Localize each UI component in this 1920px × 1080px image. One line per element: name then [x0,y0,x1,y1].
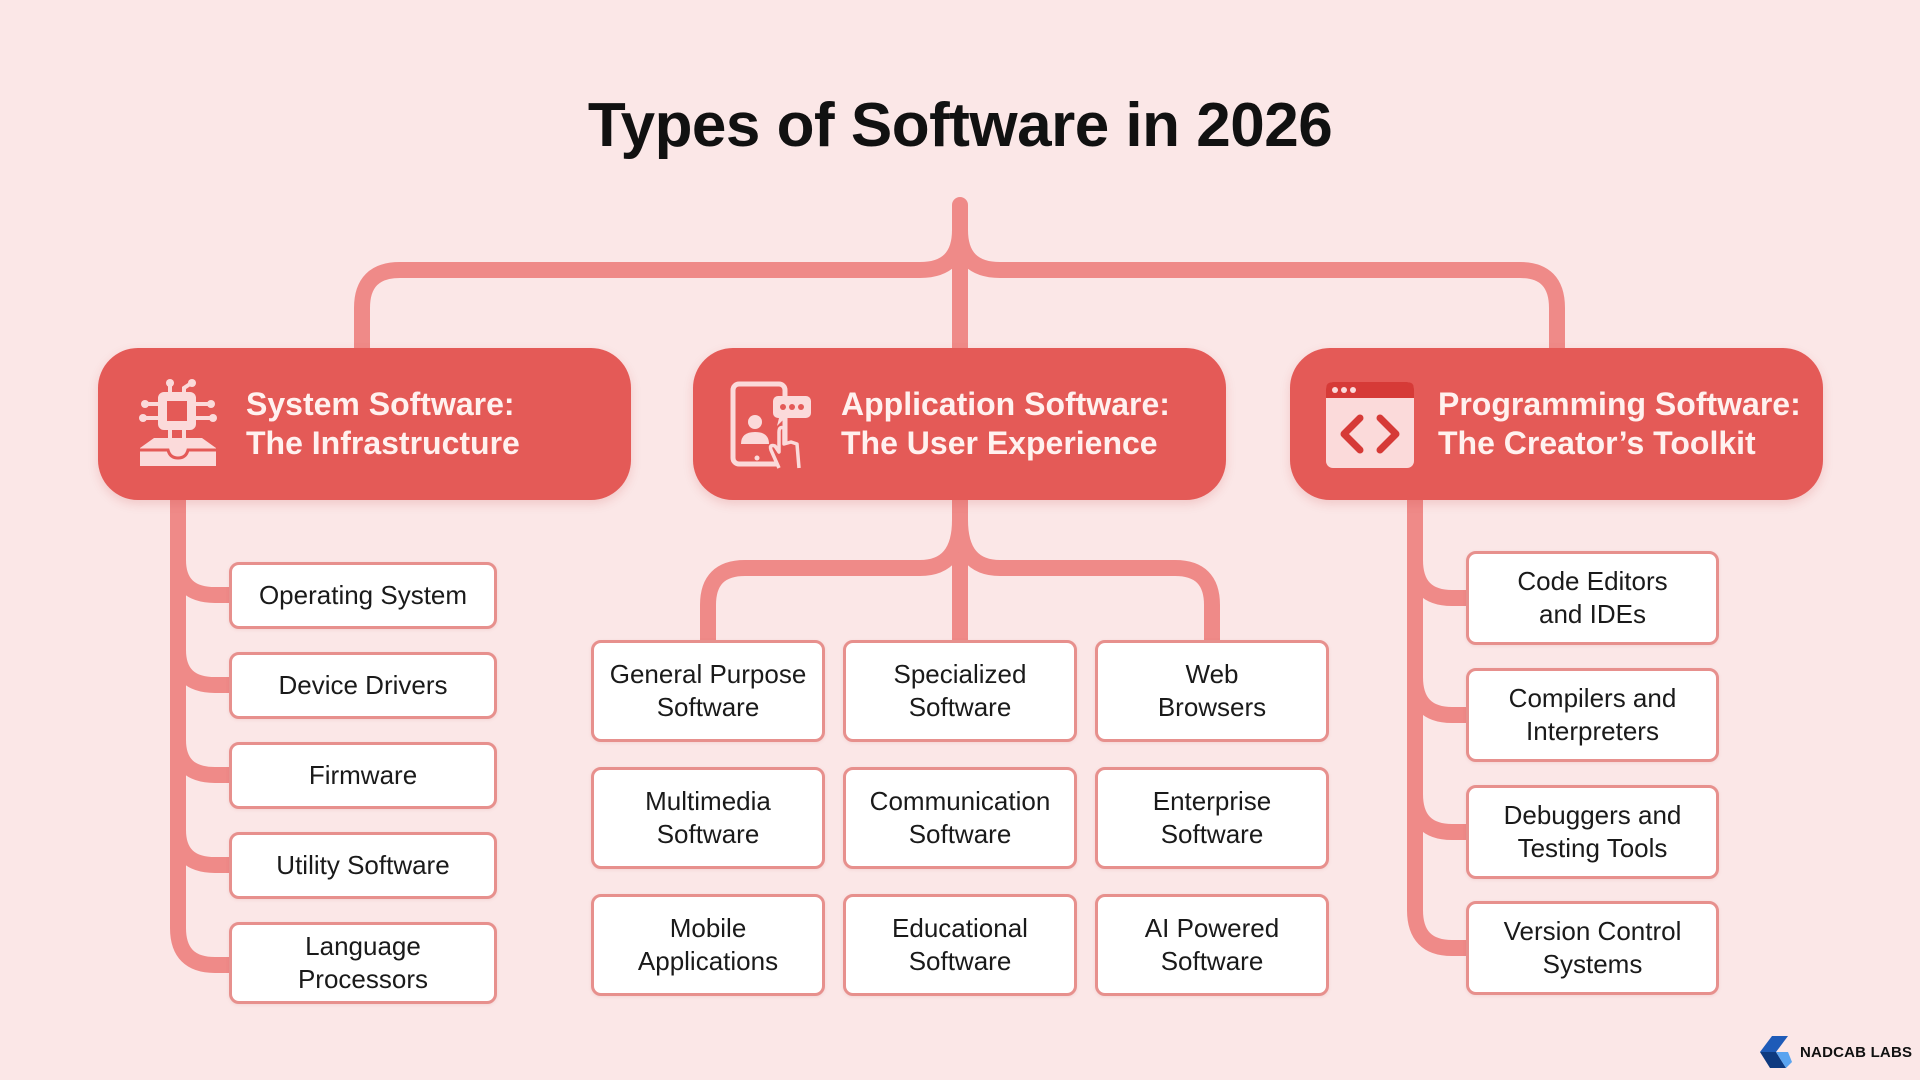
category-programming-software: Programming Software: The Creator’s Tool… [1290,348,1823,500]
category-title-line2: The Creator’s Toolkit [1438,425,1756,461]
item-general-purpose-software: General Purpose Software [591,640,825,742]
item-language-processors: Language Processors [229,922,497,1004]
item-ai-powered-software: AI Powered Software [1095,894,1329,996]
item-operating-system: Operating System [229,562,497,629]
item-debuggers-testing-tools: Debuggers and Testing Tools [1466,785,1719,879]
item-educational-software: Educational Software [843,894,1077,996]
chip-icon [139,379,217,466]
item-code-editors-ides: Code Editors and IDEs [1466,551,1719,645]
category-system-software: System Software: The Infrastructure [98,348,631,500]
code-window-icon [1326,382,1414,468]
tablet-touch-chat-icon [730,381,811,469]
category-title-line1: System Software: [246,386,515,422]
item-version-control-systems: Version Control Systems [1466,901,1719,995]
category-title-line1: Programming Software: [1438,386,1801,422]
logo-text: NADCAB LABS [1800,1043,1913,1061]
category-title-line1: Application Software: [841,386,1170,422]
item-device-drivers: Device Drivers [229,652,497,719]
item-multimedia-software: Multimedia Software [591,767,825,869]
item-web-browsers: Web Browsers [1095,640,1329,742]
category-title-line2: The Infrastructure [246,425,520,461]
item-compilers-interpreters: Compilers and Interpreters [1466,668,1719,762]
item-specialized-software: Specialized Software [843,640,1077,742]
nadcab-labs-logo: NADCAB LABS [1758,1036,1912,1068]
category-application-software: Application Software: The User Experienc… [693,348,1226,500]
nadcab-logo-icon [1760,1036,1792,1068]
item-enterprise-software: Enterprise Software [1095,767,1329,869]
item-firmware: Firmware [229,742,497,809]
category-title-line2: The User Experience [841,425,1158,461]
item-mobile-applications: Mobile Applications [591,894,825,996]
item-utility-software: Utility Software [229,832,497,899]
item-communication-software: Communication Software [843,767,1077,869]
page-title: Types of Software in 2026 [587,91,1333,160]
